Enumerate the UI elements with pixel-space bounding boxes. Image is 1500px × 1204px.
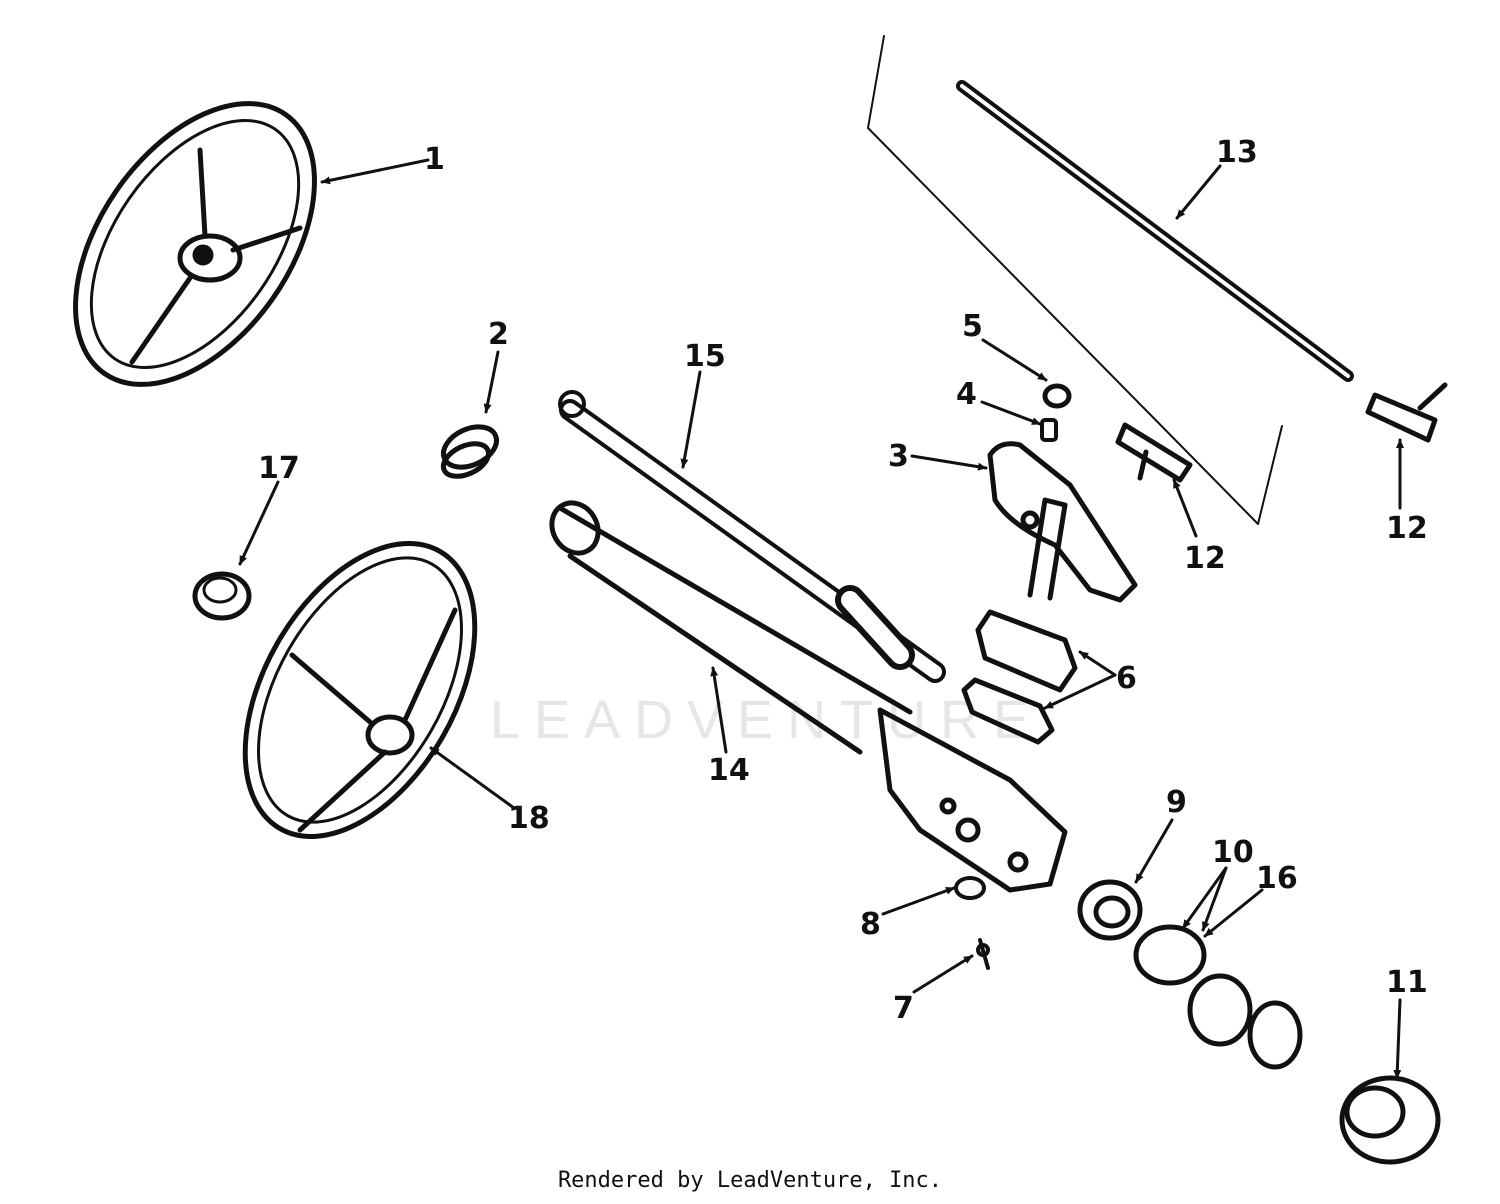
- callout-9: 9: [1166, 785, 1187, 820]
- callout-14: 14: [708, 753, 750, 788]
- callout-10: 10: [1212, 835, 1254, 870]
- callout-labels: 1 2 3 4 5 6 7 8 9 10 11 12 12 13 14 15 1…: [258, 135, 1428, 1026]
- callout-4: 4: [956, 377, 977, 412]
- callout-12-right: 12: [1386, 511, 1428, 546]
- seal-part: [1077, 879, 1143, 941]
- bracket-part: [987, 441, 1138, 603]
- callout-5: 5: [962, 309, 983, 344]
- washer-part: [954, 876, 986, 900]
- callout-7: 7: [893, 991, 914, 1026]
- set-screw-part: [1040, 418, 1058, 442]
- tie-rod-end-right: [1365, 382, 1448, 443]
- horn-cap-part: [192, 571, 252, 621]
- steering-wheel-upper: [73, 101, 317, 387]
- tie-rod-end-left: [1115, 422, 1193, 483]
- grease-fitting-part: [976, 938, 990, 970]
- nut-part: [1042, 383, 1072, 409]
- callout-6: 6: [1116, 661, 1137, 696]
- callout-13: 13: [1216, 135, 1258, 170]
- callout-16: 16: [1256, 861, 1298, 896]
- callout-2: 2: [488, 317, 509, 352]
- steering-shaft-part: [867, 35, 1354, 525]
- callout-17: 17: [258, 451, 300, 486]
- inner-shaft-part: [558, 390, 946, 683]
- callout-3: 3: [888, 439, 909, 474]
- watermark-logo: LEADVENTURE: [490, 690, 1043, 750]
- steering-wheel-lower: [242, 541, 478, 839]
- bushing-part: [440, 424, 499, 479]
- steering-column-part: [549, 500, 1068, 893]
- bearing-part: [1133, 924, 1303, 1070]
- leader-lines: [238, 158, 1404, 1080]
- callout-1: 1: [424, 142, 445, 177]
- callout-12-left: 12: [1184, 541, 1226, 576]
- gasket-pad-part: [961, 609, 1078, 745]
- adjusting-nut-part: [1339, 1075, 1441, 1165]
- footer-credit: Rendered by LeadVenture, Inc.: [557, 1168, 943, 1193]
- callout-18: 18: [508, 801, 550, 836]
- callout-8: 8: [860, 907, 881, 942]
- callout-15: 15: [684, 339, 726, 374]
- callout-11: 11: [1386, 965, 1428, 1000]
